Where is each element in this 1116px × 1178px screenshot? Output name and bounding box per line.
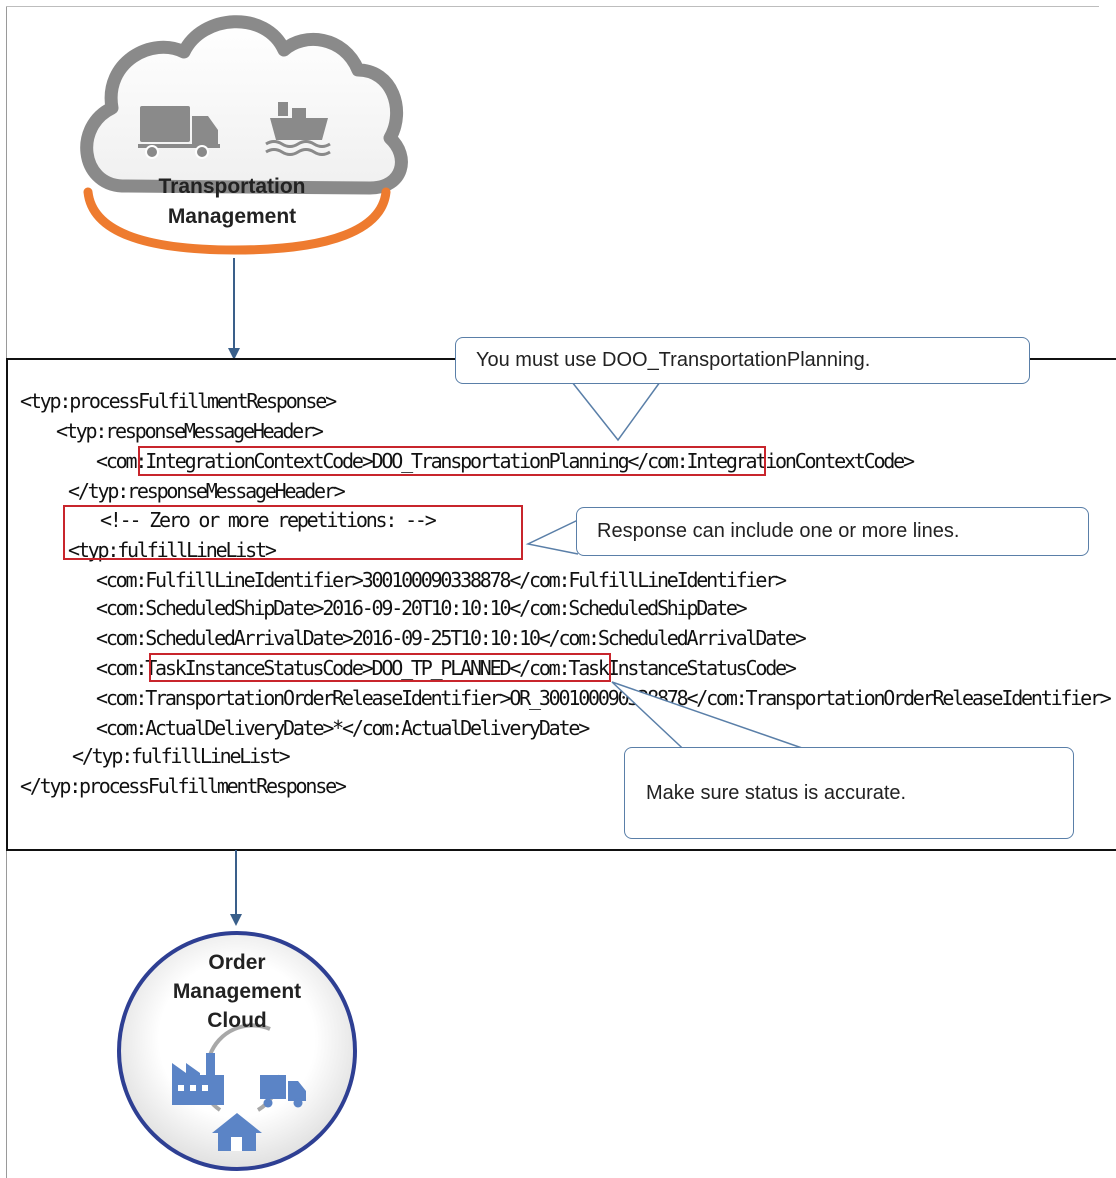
ship-icon: [265, 102, 331, 156]
line-list-highlight: [63, 505, 523, 560]
xml-line: </typ:processFulfillmentResponse>: [20, 774, 347, 798]
transportation-title-line1: Transportation: [158, 175, 306, 198]
callout-context-code: You must use DOO_TransportationPlanning.: [455, 337, 1030, 384]
transportation-title-line2: Management: [167, 205, 297, 228]
om-title-line2: Management: [172, 980, 302, 1003]
om-title-line1: Order: [208, 951, 266, 974]
house-icon: [212, 1113, 262, 1151]
order-management-circle: [117, 931, 357, 1171]
om-title-line3: Cloud: [207, 1009, 267, 1032]
truck-icon: [138, 106, 220, 159]
xml-line: <com:ActualDeliveryDate>*</com:ActualDel…: [96, 716, 590, 740]
callout-lines: Response can include one or more lines.: [576, 507, 1089, 556]
context-code-highlight: [138, 446, 766, 476]
truck-icon: [260, 1075, 306, 1108]
xml-line: </typ:responseMessageHeader>: [68, 479, 346, 503]
xml-line: <com:ScheduledArrivalDate>2016-09-25T10:…: [96, 626, 807, 650]
callout-status: Make sure status is accurate.: [624, 747, 1074, 839]
xml-line: </typ:fulfillLineList>: [72, 744, 291, 768]
order-management-title: Order Management Cloud: [134, 948, 340, 1035]
xml-line: <com:FulfillLineIdentifier>3001000903388…: [96, 568, 787, 592]
xml-line: <com:ScheduledShipDate>2016-09-20T10:10:…: [96, 596, 748, 620]
xml-line: <typ:processFulfillmentResponse>: [20, 389, 337, 413]
arrow-down-to-xml: [228, 258, 240, 360]
factory-icon: [172, 1053, 224, 1105]
xml-line: <!-- Zero or more repetitions: -->: [100, 508, 437, 532]
xml-line: <com:IntegrationContextCode>DOO_Transpor…: [96, 449, 915, 473]
status-code-highlight: [149, 653, 611, 682]
xml-line: <com:TaskInstanceStatusCode>DOO_TP_PLANN…: [96, 656, 797, 680]
transportation-cloud-title: Transportation Management: [112, 172, 352, 232]
xml-line: <com:TransportationOrderReleaseIdentifie…: [96, 686, 1112, 710]
frame-top-border: [6, 6, 1099, 7]
transportation-cloud: [80, 15, 408, 255]
xml-line: <typ:responseMessageHeader>: [56, 419, 324, 443]
arrow-down-to-om: [230, 850, 242, 926]
